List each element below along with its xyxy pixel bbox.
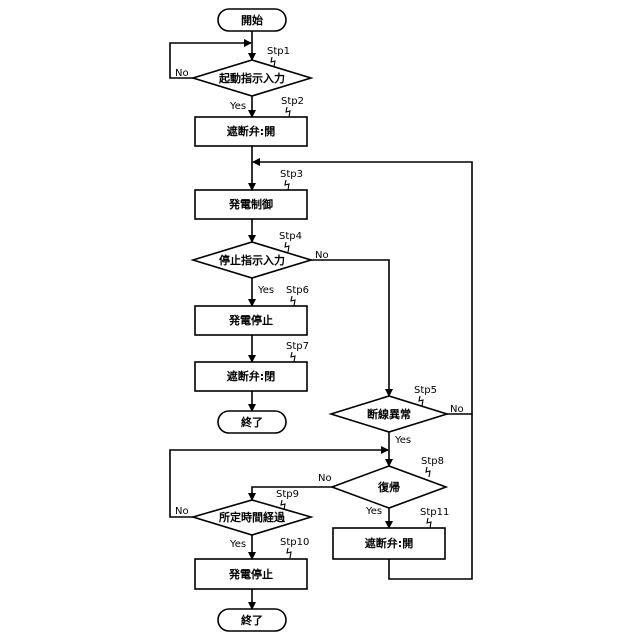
stp4-yes-label: Yes: [257, 285, 274, 296]
process-stp2: 遮断弁:開: [195, 117, 307, 146]
stp1-label: 起動指示入力: [218, 71, 285, 85]
process-stp3: 発電制御: [195, 190, 307, 219]
stp5-label: 断線異常: [367, 407, 411, 421]
decision-stp4: 停止指示入力: [193, 242, 311, 278]
decision-stp5: 断線異常: [331, 396, 447, 432]
stp11-label: 遮断弁:開: [365, 536, 413, 550]
stp9-label: 所定時間経過: [219, 510, 286, 524]
step-tag-stp8: Stp8: [421, 456, 444, 467]
decision-stp9: 所定時間経過: [193, 500, 311, 535]
process-stp7: 遮断弁:閉: [195, 362, 307, 391]
decision-stp1: 起動指示入力: [193, 60, 311, 96]
stp4-label: 停止指示入力: [219, 253, 285, 267]
stp6-label: 発電停止: [228, 313, 273, 327]
step-tag-stp11: Stp11: [420, 507, 449, 518]
end2-label: 終了: [241, 613, 263, 627]
stp1-yes-label: Yes: [229, 101, 246, 112]
step-tag-stp7: Stp7: [286, 341, 309, 352]
step-tag-stp10: Stp10: [280, 537, 309, 548]
stp6-leader: [291, 296, 295, 306]
stp8-leader: [426, 467, 430, 477]
stp1-no-label: No: [175, 68, 189, 79]
stp9-yes-label: Yes: [229, 539, 246, 550]
decision-stp8: 復帰: [332, 466, 446, 508]
stp3-leader: [285, 180, 289, 190]
step-tag-stp4: Stp4: [279, 231, 302, 242]
stp5-no-label: No: [450, 404, 464, 415]
step-tag-stp5: Stp5: [414, 385, 437, 396]
stp9-no-label: No: [175, 506, 189, 517]
stp2-leader: [286, 107, 290, 117]
stp10-label: 発電停止: [228, 567, 273, 581]
start-terminal: 開始: [218, 9, 286, 31]
step-tag-stp3: Stp3: [280, 169, 303, 180]
stp11-leader: [427, 518, 431, 528]
process-stp11: 遮断弁:開: [333, 528, 445, 559]
stp3-label: 発電制御: [228, 197, 273, 211]
end-terminal-2: 終了: [218, 609, 286, 631]
stp2-label: 遮断弁:開: [227, 124, 275, 138]
stp5-leader: [419, 396, 423, 406]
end1-label: 終了: [241, 415, 263, 429]
stp7-leader: [291, 352, 295, 362]
stp4-no-label: No: [315, 250, 329, 261]
stp7-label: 遮断弁:閉: [227, 369, 275, 383]
stp8-yes-label: Yes: [365, 506, 382, 517]
stp5-yes-label: Yes: [394, 435, 411, 446]
step-tag-stp1: Stp1: [267, 46, 290, 57]
start-label: 開始: [241, 13, 263, 27]
arrow-stp4-no-to-stp5: [310, 260, 389, 396]
step-tag-stp9: Stp9: [276, 489, 299, 500]
stp8-label: 復帰: [377, 480, 400, 494]
step-tag-stp6: Stp6: [286, 285, 309, 296]
end-terminal-1: 終了: [218, 411, 286, 433]
stp10-leader: [287, 548, 291, 558]
process-stp10: 発電停止: [195, 559, 307, 589]
stp8-no-label: No: [318, 473, 332, 484]
step-tag-stp2: Stp2: [281, 96, 304, 107]
stp4-leader: [285, 242, 289, 252]
process-stp6: 発電停止: [195, 306, 307, 335]
